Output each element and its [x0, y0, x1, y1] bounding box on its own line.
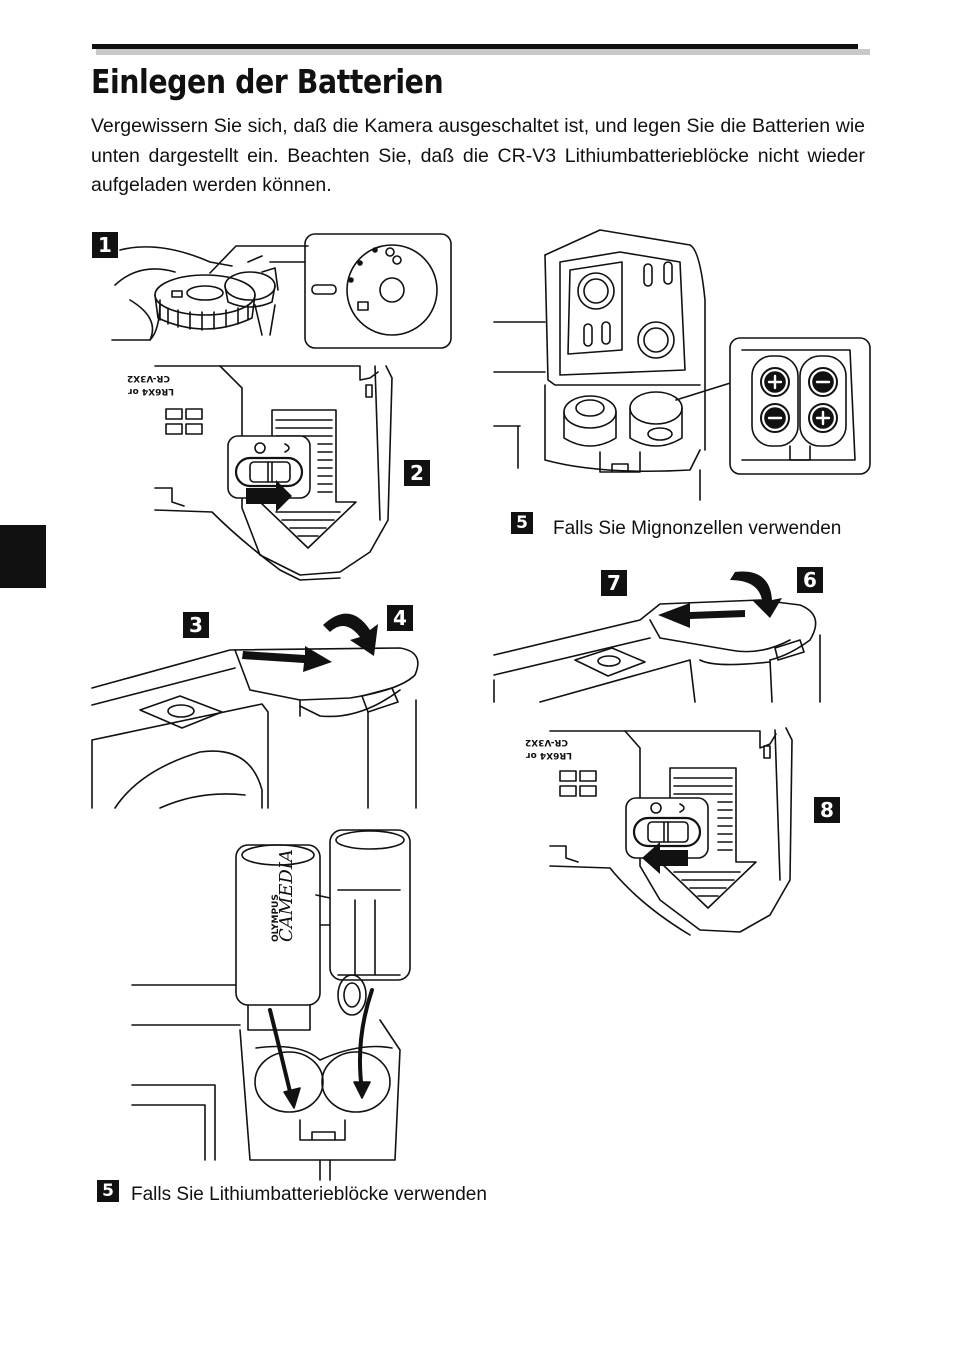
intro-paragraph: Vergewissern Sie sich, daß die Kamera au…: [91, 115, 865, 196]
fig-cover-lock-open: [154, 365, 393, 581]
step-badge-5-mignon: 5: [511, 512, 533, 534]
step-badge-1: 1: [92, 232, 118, 258]
fig-power-dial: [111, 233, 452, 349]
section-thumb-tab: [0, 525, 46, 588]
fig-insert-aa: [493, 229, 871, 501]
step-badge-6: 6: [797, 567, 823, 593]
battery-logo-label: CAMEDIA: [276, 849, 297, 942]
caption-lithium: Falls Sie Lithiumbatterieblöcke verwende…: [131, 1184, 487, 1205]
step-badge-2: 2: [404, 460, 430, 486]
cover-label-lr6: LR6X4 or: [128, 386, 174, 396]
step-badge-8: 8: [814, 797, 840, 823]
page-title: Einlegen der Batterien: [91, 62, 444, 101]
step-badge-3: 3: [183, 612, 209, 638]
caption-mignon: Falls Sie Mignonzellen verwenden: [553, 518, 842, 539]
step-badge-4: 4: [387, 605, 413, 631]
header-rule: [92, 44, 858, 49]
fig-insert-lithium: [131, 829, 411, 1181]
fig-open-cover: [91, 647, 419, 809]
cover-label-cr-v3-2: CR-V3X2: [525, 737, 568, 747]
step-badge-5-lithium: 5: [97, 1180, 119, 1202]
fig-close-cover: [493, 599, 821, 703]
header-rule-shadow: [96, 49, 870, 55]
cover-label-cr-v3: CR-V3X2: [127, 373, 170, 383]
polarity-symbols: [760, 367, 838, 433]
battery-brand-label: OLYMPUS: [271, 894, 281, 942]
cover-label-lr6-2: LR6X4 or: [526, 750, 572, 760]
fig-cover-lock-close: [549, 727, 793, 936]
step-badge-7: 7: [601, 570, 627, 596]
